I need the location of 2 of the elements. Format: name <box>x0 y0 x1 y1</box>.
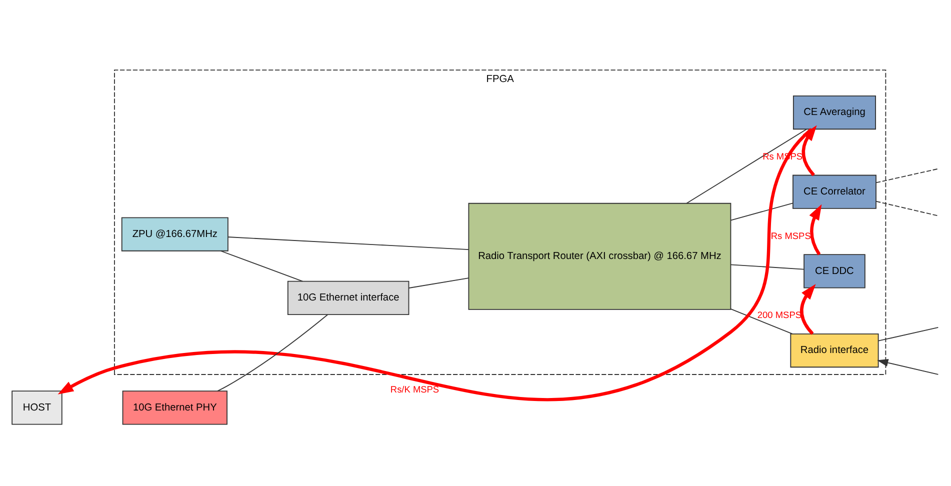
edge-label: Rs/K MSPS <box>390 384 440 394</box>
edge-label: Rs MSPS <box>770 230 811 240</box>
